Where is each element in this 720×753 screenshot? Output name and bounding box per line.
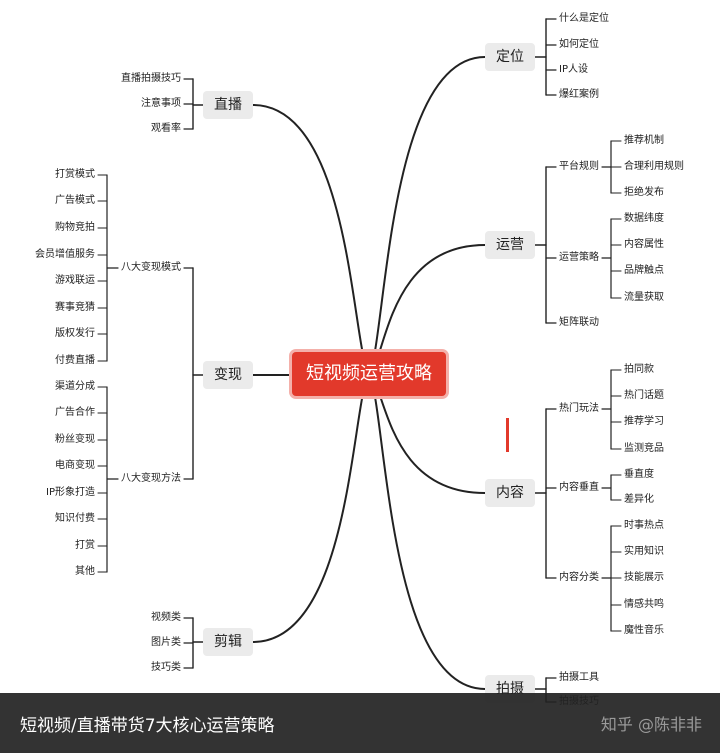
leaf-node-5-1-6: 打赏	[75, 540, 95, 551]
leaf-node-2-2-0: 时事热点	[624, 520, 664, 531]
leaf-node-2-2-2: 技能展示	[624, 572, 664, 583]
leaf-node-1-0-0: 推荐机制	[624, 135, 664, 146]
root-link-3	[368, 373, 486, 690]
leaf-node-1-0-2: 拒绝发布	[624, 187, 664, 198]
root-link-0	[368, 56, 486, 375]
sub-node-6-0: 视频类	[151, 612, 181, 623]
sub-node-2-0: 热门玩法	[559, 403, 599, 414]
leaf-node-2-2-3: 情感共鸣	[624, 599, 664, 610]
leaf-node-5-0-2: 购物竞拍	[55, 222, 95, 233]
leaf-node-2-0-0: 拍同款	[624, 364, 654, 375]
caption-bar: 短视频/直播带货7大核心运营策略 知乎 @陈非非	[0, 693, 720, 753]
leaf-node-5-0-7: 付费直播	[55, 355, 95, 366]
leaf-node-5-1-3: 电商变现	[55, 460, 95, 471]
watermark: 知乎 @陈非非	[600, 715, 702, 734]
leaf-node-2-0-3: 监测竞品	[624, 443, 664, 454]
sub-node-5-1: 八大变现方法	[121, 473, 181, 484]
leaf-node-5-1-1: 广告合作	[55, 407, 95, 418]
sub-node-4-0: 直播拍摄技巧	[121, 73, 181, 84]
sub-node-3-0: 拍摄工具	[559, 672, 599, 683]
sub-node-4-1: 注意事项	[141, 98, 181, 109]
leaf-node-1-0-1: 合理利用规则	[624, 161, 684, 172]
leaf-node-2-0-2: 推荐学习	[624, 416, 664, 427]
leaf-node-5-1-4: IP形象打造	[46, 487, 95, 498]
sub-node-0-1: 如何定位	[559, 39, 599, 50]
leaf-node-1-1-0: 数据纬度	[624, 213, 664, 224]
leaf-node-5-0-5: 赛事竞猜	[55, 302, 95, 313]
sub-node-0-0: 什么是定位	[559, 13, 609, 24]
branch-node-0: 定位	[485, 43, 535, 71]
root-node: 短视频运营攻略	[292, 352, 446, 396]
sub-node-1-0: 平台规则	[559, 161, 599, 172]
leaf-node-5-1-2: 粉丝变现	[55, 434, 95, 445]
sub-node-0-2: IP人设	[559, 64, 588, 75]
leaf-node-1-1-2: 品牌触点	[624, 265, 664, 276]
branch-node-1: 运营	[485, 231, 535, 259]
sub-node-5-0: 八大变现模式	[121, 262, 181, 273]
leaf-node-1-1-3: 流量获取	[624, 292, 664, 303]
red-marker	[506, 418, 509, 452]
branch-node-6: 剪辑	[203, 628, 253, 656]
leaf-node-5-0-3: 会员增值服务	[35, 249, 95, 260]
sub-node-2-1: 内容垂直	[559, 482, 599, 493]
caption-text: 短视频/直播带货7大核心运营策略	[20, 716, 275, 736]
root-link-6	[252, 373, 370, 643]
sub-node-4-2: 观看率	[151, 123, 181, 134]
branch-node-4: 直播	[203, 91, 253, 119]
leaf-node-5-0-4: 游戏联运	[55, 275, 95, 286]
leaf-node-2-0-1: 热门话题	[624, 390, 664, 401]
leaf-node-5-1-0: 渠道分成	[55, 381, 95, 392]
sub-node-1-1: 运营策略	[559, 252, 599, 263]
leaf-node-5-0-6: 版权发行	[55, 328, 95, 339]
leaf-node-1-1-1: 内容属性	[624, 239, 664, 250]
sub-node-6-2: 技巧类	[151, 662, 181, 673]
branch-node-2: 内容	[485, 479, 535, 507]
leaf-node-2-2-4: 魔性音乐	[624, 625, 664, 636]
sub-node-2-2: 内容分类	[559, 572, 599, 583]
leaf-node-5-1-5: 知识付费	[55, 513, 95, 524]
root-link-4	[252, 104, 370, 375]
leaf-node-5-1-7: 其他	[75, 566, 95, 577]
sub-node-6-1: 图片类	[151, 637, 181, 648]
branch-node-5: 变现	[203, 361, 253, 389]
leaf-node-5-0-1: 广告模式	[55, 195, 95, 206]
leaf-node-5-0-0: 打赏模式	[55, 169, 95, 180]
sub-node-0-3: 爆红案例	[559, 89, 599, 100]
sub-node-1-2: 矩阵联动	[559, 317, 599, 328]
leaf-node-2-1-1: 差异化	[624, 494, 654, 505]
leaf-node-2-1-0: 垂直度	[624, 469, 654, 480]
leaf-node-2-2-1: 实用知识	[624, 546, 664, 557]
